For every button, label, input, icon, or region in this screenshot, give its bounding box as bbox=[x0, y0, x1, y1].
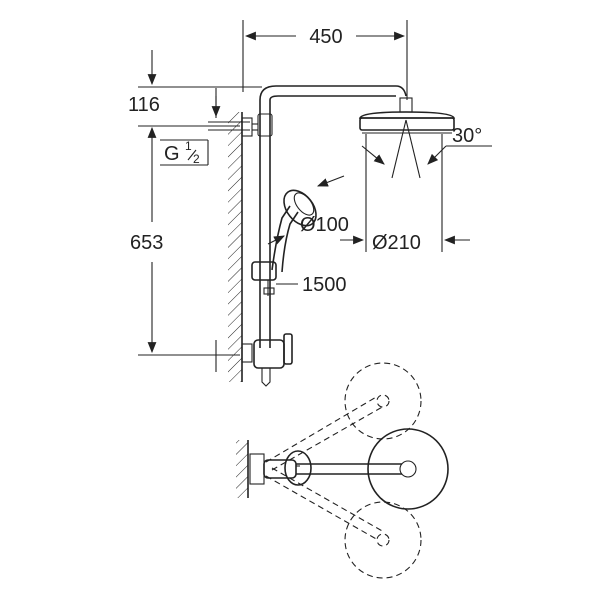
dimension-width: 450 bbox=[242, 20, 408, 100]
dim-label-offset: 116 bbox=[128, 94, 160, 116]
plan-head-center bbox=[399, 460, 417, 478]
dimension-offset: 116 bbox=[128, 50, 262, 127]
spray-line-right bbox=[405, 119, 421, 179]
wall-side bbox=[228, 112, 243, 382]
hand-dia-arrow-top bbox=[316, 175, 345, 187]
head-diameter: Ø210 bbox=[340, 134, 470, 254]
top-view bbox=[236, 362, 449, 579]
head-shower-top bbox=[358, 111, 456, 119]
plan-wall-mount bbox=[249, 453, 265, 485]
plan-hand-shower bbox=[284, 450, 312, 486]
thread-callout: G 1 2 bbox=[160, 121, 250, 166]
head-shower-body bbox=[359, 117, 455, 131]
head-connector bbox=[399, 97, 413, 113]
dim-label-width: 450 bbox=[309, 26, 342, 48]
thread-numerator: 1 bbox=[185, 139, 192, 153]
swivel-arm-down-a bbox=[265, 475, 379, 541]
angle-arrow-right bbox=[427, 145, 447, 165]
upper-wall-bracket bbox=[241, 117, 253, 137]
slider-clamp bbox=[251, 261, 277, 281]
lower-wall-bracket bbox=[241, 343, 253, 363]
hand-dia-arrow-bottom bbox=[267, 235, 285, 245]
spray-line-left bbox=[391, 119, 407, 179]
hand-shower: Ø100 bbox=[267, 175, 349, 273]
thread-denominator: 2 bbox=[193, 152, 200, 166]
plan-bracket bbox=[263, 459, 297, 479]
arm-outer bbox=[259, 85, 396, 101]
swivel-arm-down-b bbox=[271, 467, 385, 533]
outlet bbox=[261, 368, 271, 387]
thread-fraction-slash bbox=[187, 149, 197, 161]
swivel-head-up bbox=[344, 362, 422, 440]
swivel-arm-up-a bbox=[265, 395, 379, 463]
wall-hatch bbox=[228, 112, 242, 382]
swivel-head-down bbox=[344, 501, 422, 579]
hand-shower-diameter-label: Ø100 bbox=[300, 214, 349, 236]
mixer-handle bbox=[283, 333, 293, 365]
head-shower-diameter-label: Ø210 bbox=[372, 232, 421, 254]
spray-angle: 30° bbox=[361, 119, 492, 179]
wall-hatch-plan bbox=[236, 440, 248, 498]
upper-clamp bbox=[257, 113, 273, 137]
dimension-height: 653 bbox=[130, 126, 240, 372]
angle-arrow-left bbox=[361, 145, 385, 165]
shower-column bbox=[241, 85, 456, 387]
hose-label: 1500 bbox=[276, 274, 347, 296]
swivel-arm-up-b bbox=[271, 405, 385, 471]
hose-length-label: 1500 bbox=[302, 274, 347, 296]
thread-letter: G bbox=[164, 143, 180, 165]
plan-head-shower bbox=[367, 428, 449, 510]
arm-inner bbox=[269, 95, 396, 101]
dim-label-height: 653 bbox=[130, 232, 163, 254]
spray-angle-label: 30° bbox=[452, 125, 482, 147]
mixer-body bbox=[253, 339, 285, 369]
